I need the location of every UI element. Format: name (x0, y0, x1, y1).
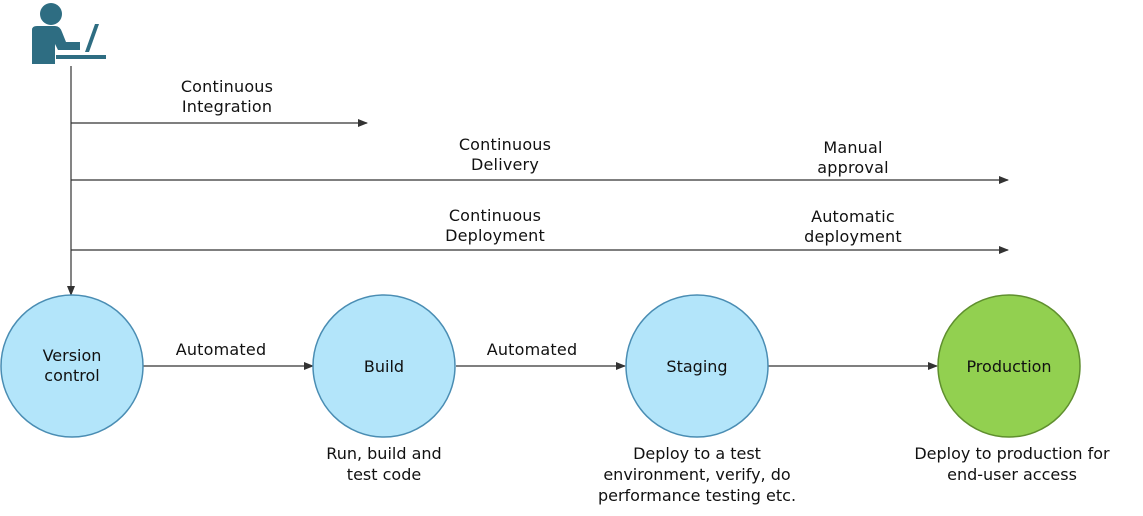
node-label-staging: Staging (666, 357, 728, 376)
node-production (937, 294, 1081, 438)
node-label-production: Production (966, 357, 1052, 376)
edge-label-build-staging: Automated (486, 340, 578, 359)
node-staging (625, 294, 769, 438)
developer-laptop-icon (32, 3, 106, 64)
edge-label-vc-build: Automated (175, 340, 267, 359)
node-version-control (0, 294, 144, 438)
node-label-build: Build (363, 357, 405, 376)
node-build (312, 294, 456, 438)
